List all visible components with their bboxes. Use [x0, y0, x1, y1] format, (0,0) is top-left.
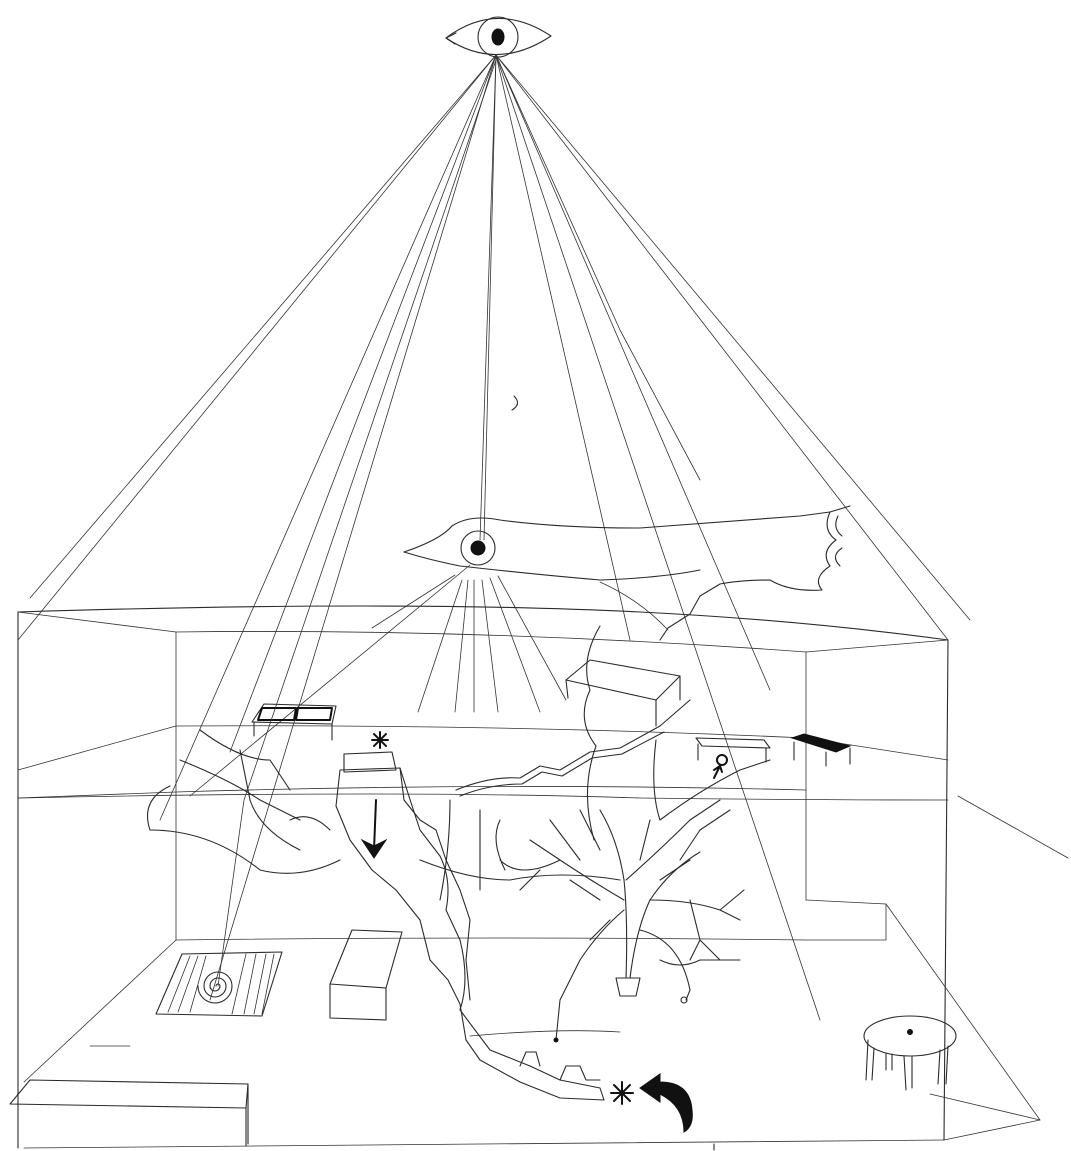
hatched-bench [330, 930, 402, 1020]
sight-lines [18, 55, 970, 1020]
small-target-arrow [714, 755, 727, 778]
striped-table [696, 738, 770, 762]
bird-with-eye [404, 506, 850, 640]
dotted-table-upper [566, 660, 680, 726]
dotted-bench [10, 1080, 248, 1146]
bird-rays [190, 565, 566, 796]
top-eye [446, 17, 551, 57]
dark-table [792, 734, 850, 766]
cracks-and-branches [148, 626, 771, 900]
round-table [864, 1016, 956, 1090]
room-box [18, 606, 1068, 1148]
small-moon [512, 396, 518, 410]
down-arrow [362, 800, 386, 858]
curved-arrow [640, 1074, 692, 1132]
star-top [372, 732, 388, 748]
star-bottom [611, 1082, 633, 1104]
tree [500, 800, 744, 1042]
